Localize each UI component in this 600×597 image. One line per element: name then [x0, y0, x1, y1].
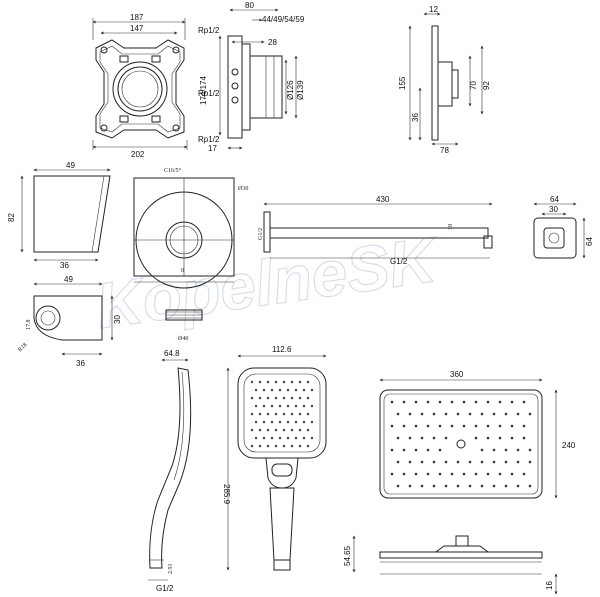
trim-plate-side-view: 12 155 36 70 92 78 [398, 5, 491, 155]
dim-trim-78: 36 [411, 113, 420, 122]
dim-outlet-64-side: 64 [585, 237, 594, 246]
dim-box-dia40: Ø40 [178, 336, 188, 342]
dim-elbow-49: 49 [66, 161, 75, 170]
dim-outlet-30: 30 [549, 205, 558, 214]
dim-side-dia-126: Ø126 [286, 80, 295, 100]
dim-side-174: 174/174 [199, 76, 208, 105]
dim-arm-g12-right: G1/2 [390, 257, 408, 266]
dim-overhead-side-54-65: 54.65 [343, 545, 352, 566]
dim-side-17: 17 [208, 144, 217, 153]
valve-body-side-view: 80 44/49/54/59 28 Rp1/2 Rp1/2 Rp1/2 174/… [198, 1, 305, 153]
dim-trim-12: 12 [429, 5, 438, 14]
dim-holder-r18: R18 [17, 342, 28, 353]
hand-shower-front-view: 112.6 285.9 [222, 345, 327, 571]
dim-elbow-82: 82 [7, 213, 16, 222]
dim-arm-18: 18 [448, 224, 454, 230]
dim-hand-side-g12: G1/2 [156, 584, 174, 593]
hand-shower-side-view: 64.8 2.91 G1/2 [148, 349, 192, 593]
dim-trim-92: 92 [482, 81, 491, 90]
dim-box-0: 0 [181, 268, 184, 274]
dim-holder-49: 49 [64, 275, 73, 284]
dim-holder-30: 30 [113, 315, 122, 324]
shower-arm-view: 430 18 G1/2 G1/2 [258, 195, 493, 266]
dim-trim-36: 78 [440, 146, 449, 155]
overhead-shower-side-view: 54.65 16 [343, 535, 558, 595]
dim-valve-width-187: 187 [130, 13, 144, 22]
dim-arm-430: 430 [376, 195, 390, 204]
dim-side-rp-top: Rp1/2 [198, 26, 220, 35]
dim-hand-side-2-91: 2.91 [168, 564, 174, 575]
dim-valve-width-147: 147 [130, 24, 144, 33]
dim-side-80: 80 [245, 1, 254, 10]
dim-trim-155: 155 [398, 76, 407, 90]
dim-overhead-240: 240 [562, 441, 576, 450]
valve-body-top-view: 187 147 202 [92, 13, 188, 159]
hand-shower-holder-view: 49 17.8 30 R18 36 [17, 275, 122, 368]
dim-holder-17-8: 17.8 [26, 320, 32, 331]
wall-outlet-square-view: 64 30 64 [533, 195, 594, 259]
dim-side-rp-bottom: Rp1/2 [198, 135, 220, 144]
dim-side-dia-139: Ø139 [296, 80, 305, 100]
overhead-nozzle-grid [390, 400, 532, 488]
dim-outlet-64-top: 64 [550, 195, 559, 204]
dim-overhead-360: 360 [450, 370, 464, 379]
dim-box-c16: C16/5° [164, 167, 182, 174]
spray-nozzle-grid [250, 380, 314, 448]
overhead-shower-top-view: 360 240 [379, 370, 576, 499]
wall-connection-box-view: C16/5° Ø30 0 Ø40 [133, 167, 248, 342]
dim-side-depth-range: 44/49/54/59 [262, 15, 305, 24]
dim-overhead-side-16: 16 [545, 581, 554, 590]
dim-holder-36: 36 [76, 359, 85, 368]
dim-box-dia30: Ø30 [238, 186, 248, 192]
dim-side-28: 28 [268, 38, 277, 47]
dim-hand-side-64-8: 64.8 [164, 349, 180, 358]
dim-hand-front-112-6: 112.6 [272, 345, 292, 354]
dim-arm-g12-left: G1/2 [258, 228, 264, 240]
elbow-outlet-view: 49 82 36 [7, 161, 111, 270]
dim-elbow-36: 36 [60, 261, 69, 270]
dim-valve-base-202: 202 [131, 150, 145, 159]
watermark: KopelneSK [92, 223, 445, 342]
dim-hand-front-285-9: 285.9 [222, 484, 231, 505]
dim-side-rp-mid: Rp1/2 [198, 89, 220, 98]
dim-trim-70: 70 [469, 81, 478, 90]
